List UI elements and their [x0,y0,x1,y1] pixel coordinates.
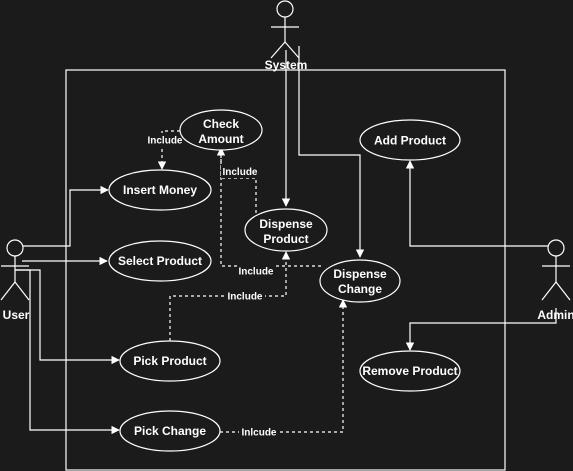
use-case-pick-product[interactable]: Pick Product [119,340,221,382]
use-case-check-amount[interactable]: Check Amount [179,109,263,151]
include-label-2: Include [222,167,257,178]
include-label-4: Include [227,292,262,303]
use-case-dispense-change-line1: Dispense [333,267,387,281]
edge-admin-add-product [405,160,548,247]
use-case-check-amount-line1: Check [203,117,239,131]
use-case-pick-change-label: Pick Change [134,424,206,438]
actor-user-label: User [3,308,30,322]
use-case-dispense-product[interactable]: Dispense Product [244,208,328,252]
use-case-dispense-product-line1: Dispense [259,217,313,231]
actor-admin-label: Admin [537,308,573,322]
use-case-add-product[interactable]: Add Product [359,119,461,161]
use-case-dispense-change-line2: Change [338,282,382,296]
use-case-insert-money[interactable]: Insert Money [108,169,212,211]
edge-system-dispense-change [298,46,365,258]
edge-include-dispense-check [216,147,257,213]
edge-include-check-insert [157,130,180,170]
use-case-select-product[interactable]: Select Product [108,240,212,282]
edge-user-insert-money [23,185,109,247]
include-label-5: Inlcude [241,428,276,439]
edge-admin-remove-product [405,308,557,351]
actor-admin[interactable]: Admin [537,239,573,322]
include-label-1: Include [147,136,182,147]
use-case-remove-product-label: Remove Product [362,364,457,378]
use-case-dispense-change[interactable]: Dispense Change [319,259,401,303]
edge-user-pick-change [15,269,120,435]
use-case-add-product-label: Add Product [374,134,446,148]
actor-user[interactable]: User [0,239,30,322]
use-case-remove-product[interactable]: Remove Product [359,350,461,392]
use-case-check-amount-line2: Amount [198,132,243,146]
use-case-insert-money-label: Insert Money [123,183,197,197]
include-label-3: Include [238,267,273,278]
use-case-pick-change[interactable]: Pick Change [119,410,221,452]
edge-include-pickchange-change [214,299,348,433]
use-case-pick-product-label: Pick Product [133,354,206,368]
use-case-dispense-product-line2: Product [263,232,308,246]
use-case-select-product-label: Select Product [118,254,202,268]
